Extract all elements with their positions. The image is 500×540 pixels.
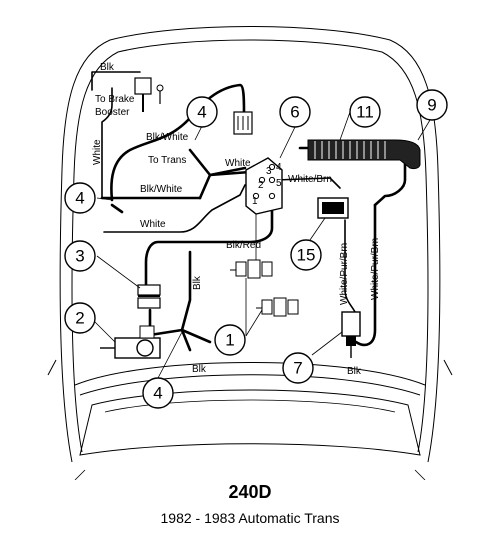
callout-3: 3 bbox=[64, 240, 96, 272]
label-blk-white-upper: Blk/White bbox=[146, 132, 189, 143]
callouts: 4 6 11 9 4 3 15 2 bbox=[64, 89, 448, 409]
model-subtitle: 1982 - 1983 Automatic Trans bbox=[160, 510, 340, 526]
callout-1: 1 bbox=[214, 324, 246, 356]
wire-labels: Blk To Brake Booster White Blk/White To … bbox=[92, 62, 381, 377]
label-white-mid: White bbox=[225, 158, 251, 169]
label-blk-white-lower: Blk/White bbox=[140, 184, 183, 195]
svg-text:2: 2 bbox=[75, 309, 84, 328]
label-white-brn: White/Brn bbox=[288, 174, 332, 185]
callout-4-bottom: 4 bbox=[142, 377, 174, 409]
svg-text:7: 7 bbox=[293, 359, 302, 378]
vacuum-sensor bbox=[233, 111, 253, 135]
pin-3-label: 3 bbox=[266, 166, 272, 177]
callout-9: 9 bbox=[416, 89, 448, 121]
svg-text:9: 9 bbox=[427, 96, 436, 115]
switch-pin-numbers: 4 2 5 1 3 bbox=[252, 162, 282, 207]
relays-1 bbox=[230, 259, 299, 317]
model-title: 240D bbox=[228, 482, 272, 502]
label-white-pur-brn-1: White/Pur/Brn bbox=[339, 243, 350, 305]
label-white-left: White bbox=[92, 139, 103, 165]
callout-15: 15 bbox=[290, 239, 322, 271]
connector-15 bbox=[317, 197, 349, 219]
svg-text:15: 15 bbox=[297, 246, 316, 265]
label-to-trans: To Trans bbox=[148, 155, 186, 166]
svg-text:4: 4 bbox=[153, 384, 162, 403]
pin-6-label: 4 bbox=[276, 162, 282, 173]
callout-4-top: 4 bbox=[186, 96, 218, 128]
wiring-diagram: Blk To Brake Booster White Blk/White To … bbox=[47, 26, 453, 480]
svg-text:4: 4 bbox=[75, 189, 84, 208]
pin-1-label: 1 bbox=[252, 196, 258, 207]
label-blk-bottom-left: Blk bbox=[192, 364, 207, 375]
relay-3 bbox=[137, 284, 161, 309]
svg-text:3: 3 bbox=[75, 247, 84, 266]
label-to-brake: To Brake bbox=[95, 94, 135, 105]
callout-11: 11 bbox=[349, 96, 381, 128]
label-blk-vertical: Blk bbox=[192, 275, 203, 290]
svg-text:4: 4 bbox=[197, 103, 206, 122]
pin-5-label: 5 bbox=[276, 178, 282, 189]
label-blk-red: Blk/Red bbox=[226, 240, 261, 251]
solenoid-2 bbox=[100, 325, 161, 359]
label-blk-bottom-right: Blk bbox=[347, 366, 362, 377]
callout-6: 6 bbox=[279, 96, 311, 128]
booster-switch bbox=[134, 77, 164, 112]
callout-2: 2 bbox=[64, 302, 96, 334]
components bbox=[94, 77, 431, 379]
label-white-lower: White bbox=[140, 219, 166, 230]
svg-text:11: 11 bbox=[356, 103, 374, 122]
svg-text:6: 6 bbox=[290, 103, 299, 122]
label-white-pur-brn-2: White/Pur/Brn bbox=[370, 238, 381, 300]
callout-7: 7 bbox=[282, 352, 314, 384]
trans-harness bbox=[307, 139, 421, 170]
sensor-7 bbox=[341, 311, 361, 358]
pin-2-label: 2 bbox=[258, 180, 264, 191]
svg-text:1: 1 bbox=[225, 331, 234, 350]
callout-4-left: 4 bbox=[64, 182, 96, 214]
label-booster: Booster bbox=[95, 107, 130, 118]
label-blk-top: Blk bbox=[100, 62, 115, 73]
multi-pin-switch bbox=[245, 157, 283, 215]
